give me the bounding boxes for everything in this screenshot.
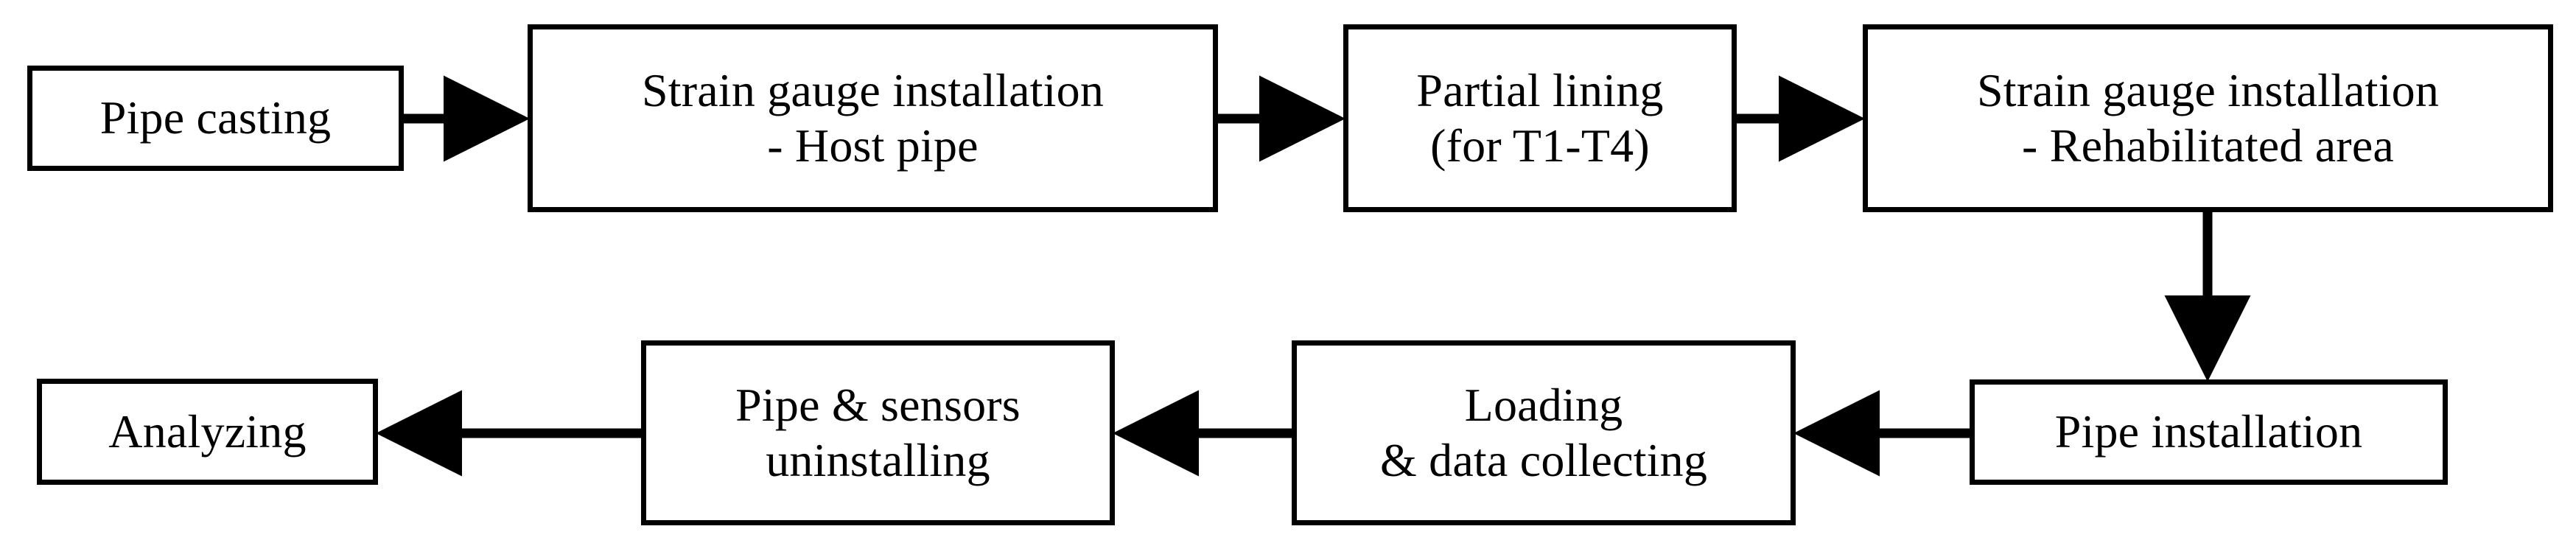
node-pipe-installation[interactable]: Pipe installation [1970, 379, 2448, 485]
node-strain-gauge-rehabilitated-area-line-2: - Rehabilitated area [2021, 119, 2395, 172]
node-strain-gauge-rehabilitated-area[interactable]: Strain gauge installation - Rehabilitate… [1863, 24, 2553, 212]
node-loading-and-data-collecting-line-2: & data collecting [1379, 433, 1708, 486]
node-strain-gauge-host-pipe-line-2: - Host pipe [767, 119, 979, 172]
node-loading-and-data-collecting[interactable]: Loading & data collecting [1292, 340, 1796, 525]
node-pipe-installation-line-1: Pipe installation [2054, 405, 2363, 458]
node-loading-and-data-collecting-line-1: Loading [1464, 379, 1623, 432]
node-pipe-casting[interactable]: Pipe casting [27, 66, 404, 171]
node-pipe-casting-line-1: Pipe casting [99, 91, 332, 144]
node-partial-lining-line-1: Partial lining [1416, 64, 1664, 117]
node-analyzing[interactable]: Analyzing [37, 379, 378, 485]
node-pipe-and-sensors-uninstalling[interactable]: Pipe & sensors uninstalling [641, 340, 1115, 525]
node-partial-lining[interactable]: Partial lining (for T1-T4) [1343, 24, 1737, 212]
node-strain-gauge-host-pipe[interactable]: Strain gauge installation - Host pipe [528, 24, 1218, 212]
node-strain-gauge-host-pipe-line-1: Strain gauge installation [641, 64, 1105, 117]
node-strain-gauge-rehabilitated-area-line-1: Strain gauge installation [1976, 64, 2440, 117]
node-partial-lining-line-2: (for T1-T4) [1430, 119, 1650, 172]
node-analyzing-line-1: Analyzing [108, 404, 307, 458]
node-pipe-and-sensors-uninstalling-line-2: uninstalling [766, 433, 990, 486]
node-pipe-and-sensors-uninstalling-line-1: Pipe & sensors [735, 379, 1021, 432]
